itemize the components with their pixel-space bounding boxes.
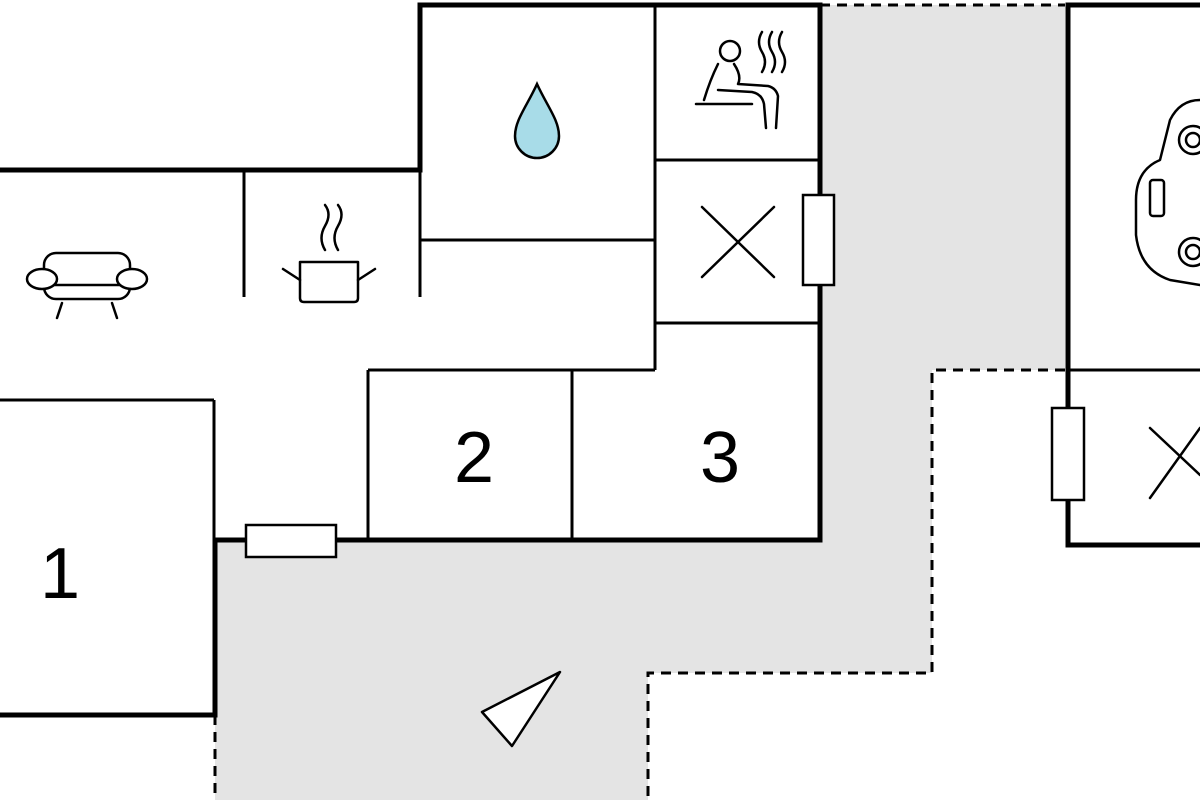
cooking-pot-icon [281, 203, 377, 304]
toilet-cross-icon [700, 205, 776, 279]
side-door [801, 193, 836, 287]
annex-door [1050, 406, 1086, 502]
terrace-triangle-icon [480, 670, 562, 748]
sofa-icon [25, 251, 149, 320]
room-label-3: 3 [700, 418, 740, 498]
sauna-icon [694, 30, 787, 130]
annex-cross-icon [1148, 426, 1200, 500]
water-drop-icon [513, 80, 561, 160]
terrace-outline-right [646, 368, 1065, 800]
room-label-2: 2 [454, 418, 494, 498]
carport-car-icon [1134, 98, 1200, 287]
annex-outer-wall [1065, 2, 1200, 548]
terrace-area [215, 5, 1065, 800]
entrance-door [244, 523, 338, 559]
room-label-1: 1 [40, 534, 80, 614]
interior-walls [0, 5, 1200, 540]
